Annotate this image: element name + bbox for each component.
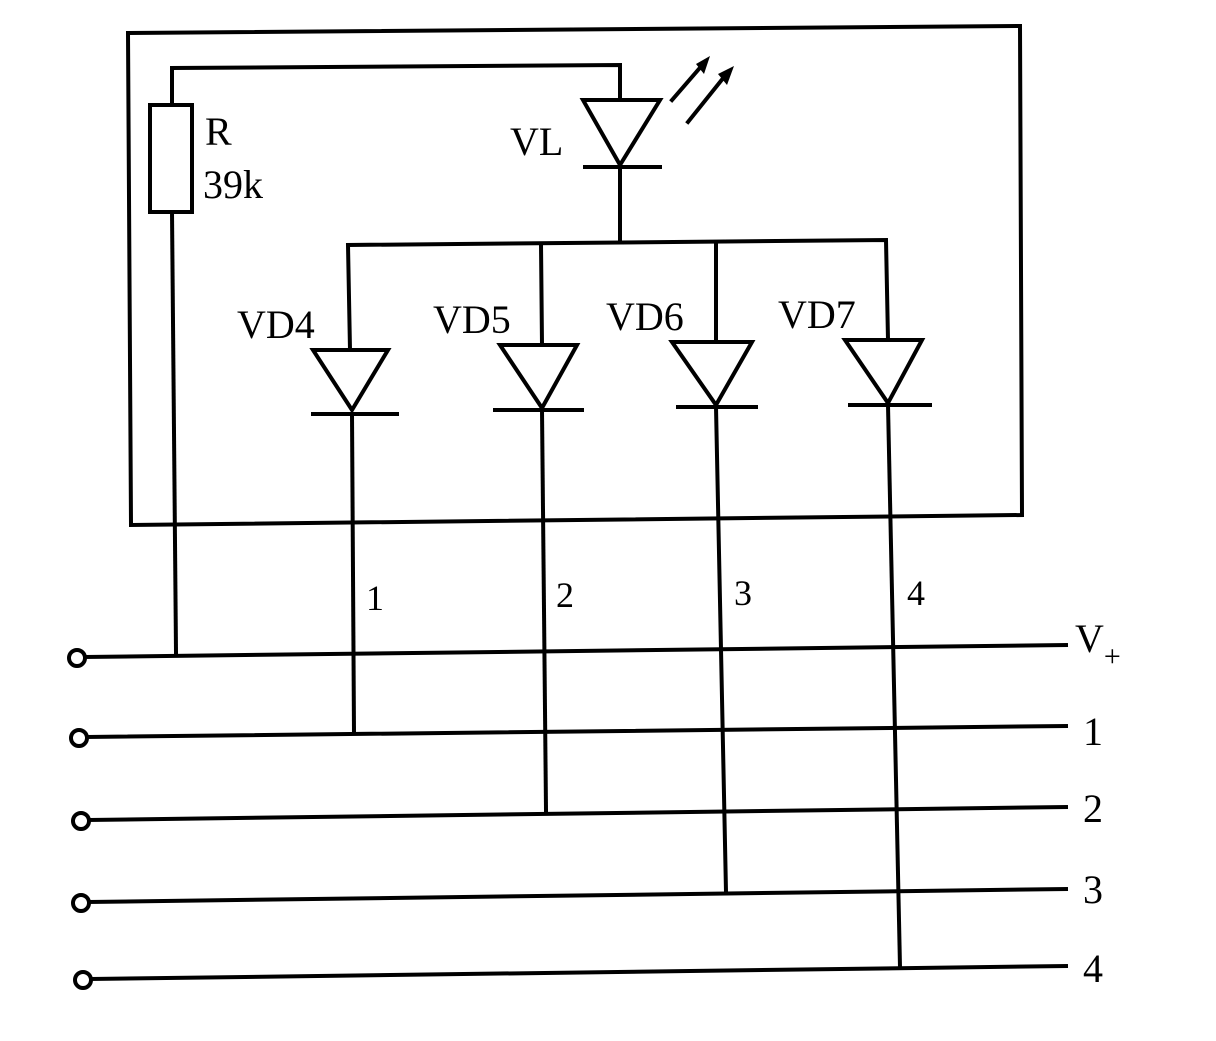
pin-label-2: 2 bbox=[556, 575, 574, 615]
resistor-to-vplus-wire bbox=[169, 209, 179, 655]
diode-label-vd7: VD7 bbox=[778, 292, 856, 337]
pin-label-4: 4 bbox=[907, 573, 925, 613]
bus-drop-vd5 bbox=[538, 241, 545, 348]
top-wire bbox=[170, 62, 622, 107]
terminal-line-2 bbox=[71, 804, 1069, 831]
resistor-label: R bbox=[205, 109, 232, 154]
diode-vd5 bbox=[493, 343, 584, 813]
diode-label-vd6: VD6 bbox=[606, 294, 684, 339]
terminal-line-4 bbox=[73, 963, 1069, 990]
diode-vd7 bbox=[841, 338, 932, 970]
light-emission-arrows-icon bbox=[669, 56, 734, 125]
diode-label-vd4: VD4 bbox=[237, 302, 315, 347]
resistor-value: 39k bbox=[203, 162, 263, 207]
diode-bus-wire bbox=[345, 237, 891, 353]
terminal-line-3 bbox=[71, 886, 1069, 913]
diode-label-vd5: VD5 bbox=[433, 297, 511, 342]
terminal-label-3: 3 bbox=[1083, 867, 1103, 912]
terminal-line-vplus bbox=[67, 642, 1069, 668]
diode-vd4 bbox=[309, 348, 399, 736]
led-label: VL bbox=[510, 119, 563, 164]
terminal-label-vplus: V+ bbox=[1075, 616, 1121, 673]
pin-label-1: 1 bbox=[366, 578, 384, 618]
terminal-label-1: 1 bbox=[1083, 709, 1103, 754]
terminal-label-4: 4 bbox=[1083, 946, 1103, 991]
pin-label-3: 3 bbox=[734, 573, 752, 613]
led-symbol bbox=[579, 98, 664, 242]
terminal-label-2: 2 bbox=[1083, 786, 1103, 831]
terminal-line-1 bbox=[69, 723, 1069, 748]
resistor-body bbox=[148, 103, 194, 214]
module-enclosure bbox=[125, 23, 1025, 528]
